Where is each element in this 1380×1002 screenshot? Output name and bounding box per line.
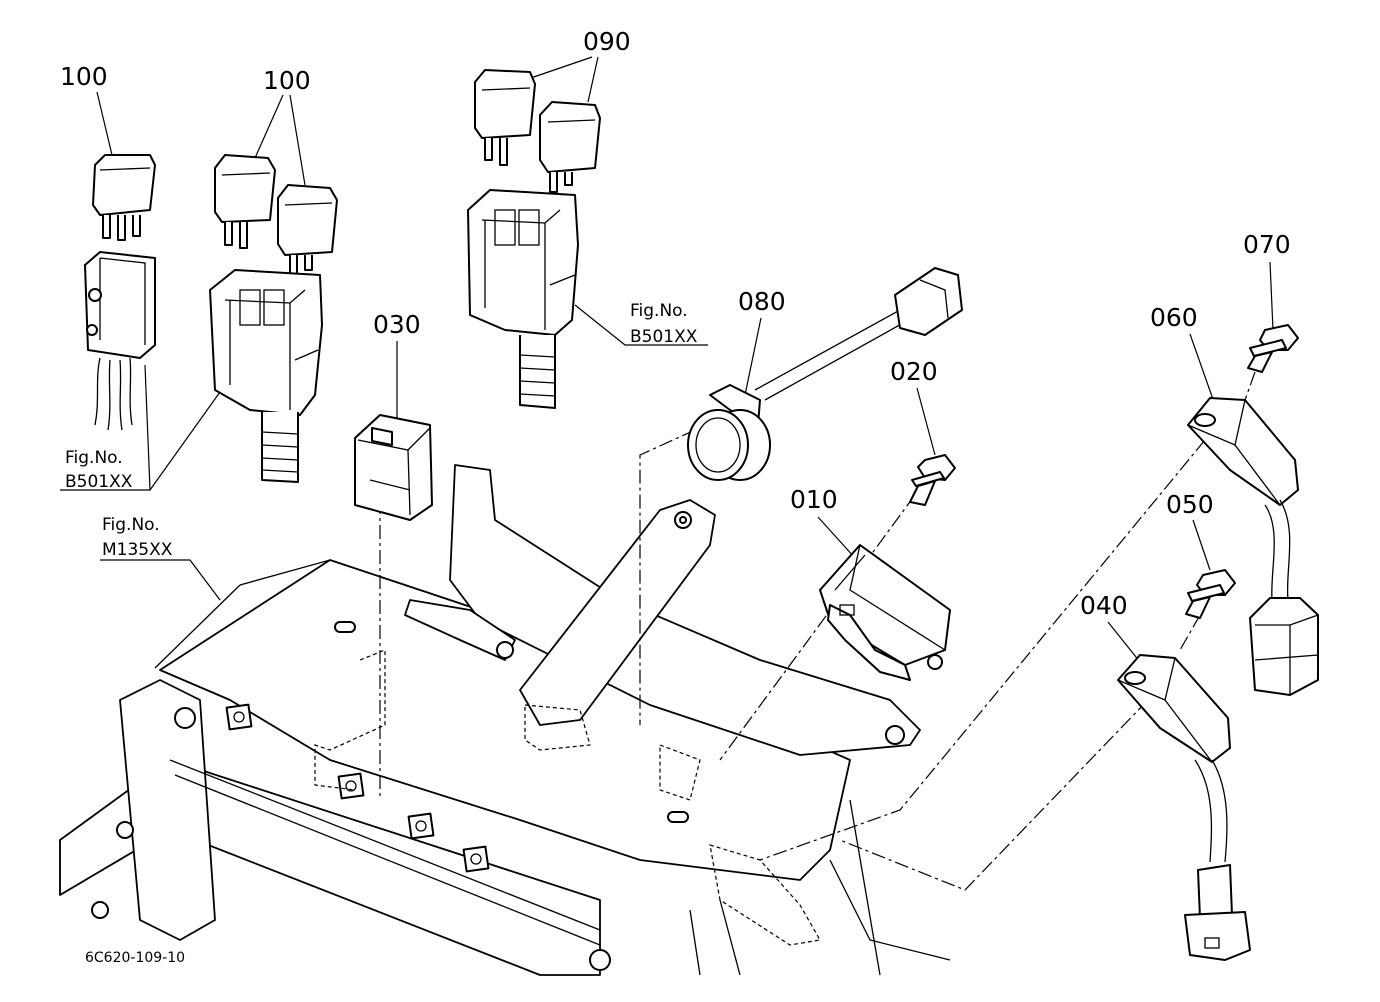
part-080-buzzer: [687, 267, 963, 481]
callout-070: 070: [1243, 230, 1291, 259]
relay-100-left: [92, 154, 156, 241]
relay-090-right: [539, 101, 601, 193]
part-040-sensor: [1117, 654, 1251, 961]
callout-100-left: 100: [60, 62, 108, 91]
relay-100-right: [277, 184, 338, 279]
callout-010: 010: [790, 485, 838, 514]
ref-b501-left-code: B501XX: [65, 472, 133, 492]
callout-080: 080: [738, 287, 786, 316]
chassis-frame: [59, 464, 951, 976]
drawing-code: 6C620-109-10: [85, 950, 185, 966]
part-030-block: [354, 414, 433, 521]
ref-b501-left-title: Fig.No.: [65, 448, 123, 468]
ref-b501-right-code: B501XX: [630, 327, 698, 347]
part-020-bolt: [909, 454, 956, 506]
relay-090-left: [474, 69, 536, 166]
callout-050: 050: [1166, 490, 1214, 519]
ref-m135-title: Fig.No.: [102, 515, 160, 535]
callout-090: 090: [583, 27, 631, 56]
callout-020: 020: [890, 357, 938, 386]
part-070-bolt: [1247, 324, 1299, 373]
relay-socket-mid: [209, 269, 323, 483]
relay-socket-right: [467, 189, 579, 409]
relay-100-mid: [214, 154, 276, 249]
callout-100-right: 100: [263, 66, 311, 95]
callout-030: 030: [373, 310, 421, 339]
relay-socket-left: [84, 251, 156, 431]
leader-lines: [60, 56, 1274, 891]
callout-040: 040: [1080, 591, 1128, 620]
part-050-bolt: [1185, 569, 1236, 619]
ref-b501-right-title: Fig.No.: [630, 301, 688, 321]
part-060-sensor: [1187, 397, 1319, 696]
ref-m135-code: M135XX: [102, 540, 173, 560]
callout-060: 060: [1150, 303, 1198, 332]
part-010-module: [819, 544, 951, 681]
